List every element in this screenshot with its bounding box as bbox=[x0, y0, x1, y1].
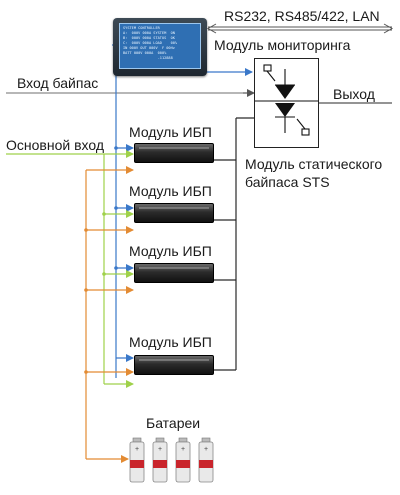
thyristor-icon bbox=[255, 64, 318, 136]
ups-module-4 bbox=[134, 355, 214, 375]
lcd-line: B: 000V 000A STATUS OK bbox=[123, 36, 175, 40]
lcd-line: BATT 000V 000A 000% bbox=[123, 51, 167, 55]
comms-line bbox=[206, 23, 394, 34]
ups-module-3 bbox=[134, 263, 214, 283]
sts-label-line1: Модуль статического bbox=[245, 156, 383, 172]
monitoring-module-display: SYSTEM CONTROLLER A: 000V 000A SYSTEM ON… bbox=[113, 18, 207, 76]
battery-lines bbox=[85, 166, 134, 463]
lcd-line: C: 000V 000A LOAD 00% bbox=[123, 41, 178, 45]
batteries-label: Батареи bbox=[146, 415, 201, 431]
ups-module-2-label: Модуль ИБП bbox=[129, 183, 212, 199]
svg-text:+: + bbox=[204, 446, 208, 453]
junction-dots bbox=[84, 70, 118, 374]
main-input-lines bbox=[6, 150, 134, 388]
ups-output-bus bbox=[212, 117, 254, 371]
ups-module-4-label: Модуль ИБП bbox=[129, 334, 212, 350]
lcd-line: -112888 bbox=[123, 56, 173, 60]
comms-label: RS232, RS485/422, LAN bbox=[224, 8, 380, 24]
lcd-line: IN 000V OUT 000V F 00Hz bbox=[123, 46, 175, 50]
main-input-label: Основной вход bbox=[6, 137, 104, 153]
output-label: Выход bbox=[333, 86, 375, 102]
battery-icon: + + + + bbox=[129, 437, 214, 483]
lcd-line: SYSTEM CONTROLLER bbox=[123, 26, 160, 30]
ups-module-2 bbox=[134, 203, 214, 223]
sts-label-line2: байпаса STS bbox=[245, 174, 330, 190]
lcd-screen: SYSTEM CONTROLLER A: 000V 000A SYSTEM ON… bbox=[119, 23, 201, 69]
ups-module-1-label: Модуль ИБП bbox=[129, 124, 212, 140]
ups-module-3-label: Модуль ИБП bbox=[129, 243, 212, 259]
svg-text:+: + bbox=[181, 446, 185, 453]
svg-text:+: + bbox=[158, 446, 162, 453]
ups-module-1 bbox=[134, 143, 214, 163]
monitoring-label: Модуль мониторинга bbox=[214, 37, 351, 53]
lcd-line: A: 000V 000A SYSTEM ON bbox=[123, 31, 175, 35]
sts-module bbox=[254, 58, 319, 148]
svg-text:+: + bbox=[135, 446, 139, 453]
bypass-input-label: Вход байпас bbox=[17, 75, 99, 91]
